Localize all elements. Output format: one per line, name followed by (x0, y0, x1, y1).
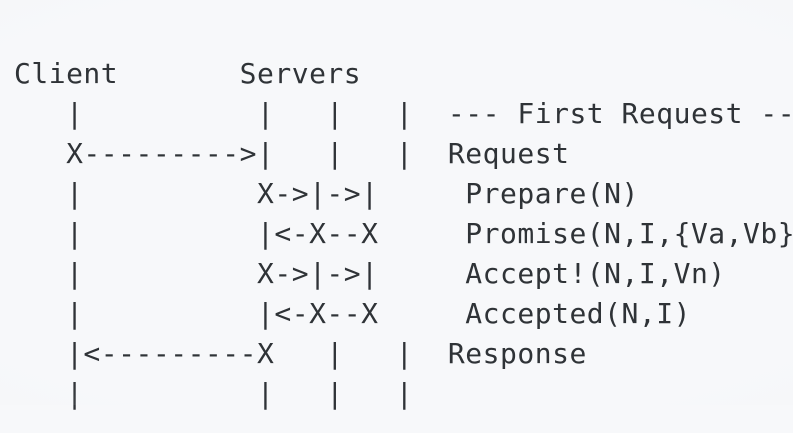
diagram-row-promise: | |<-X--X Promise(N,I,{Va,Vb}) (14, 217, 793, 250)
diagram-header-row: Client Servers (14, 57, 362, 90)
diagram-row-response: |<---------X | | Response (14, 337, 587, 370)
diagram-row-tail: | | | | (14, 377, 414, 410)
diagram-row-accept: | X->|->| Accept!(N,I,Vn) (14, 257, 726, 290)
diagram-row-request: X--------->| | | Request (14, 137, 570, 170)
diagram-row-prepare: | X->|->| Prepare(N) (14, 177, 639, 210)
paxos-ascii-sequence-diagram: Client Servers | | | | --- First Request… (0, 28, 793, 433)
diagram-row-accepted: | |<-X--X Accepted(N,I) (14, 297, 691, 330)
diagram-row-first-request: | | | | --- First Request --- (14, 97, 793, 130)
